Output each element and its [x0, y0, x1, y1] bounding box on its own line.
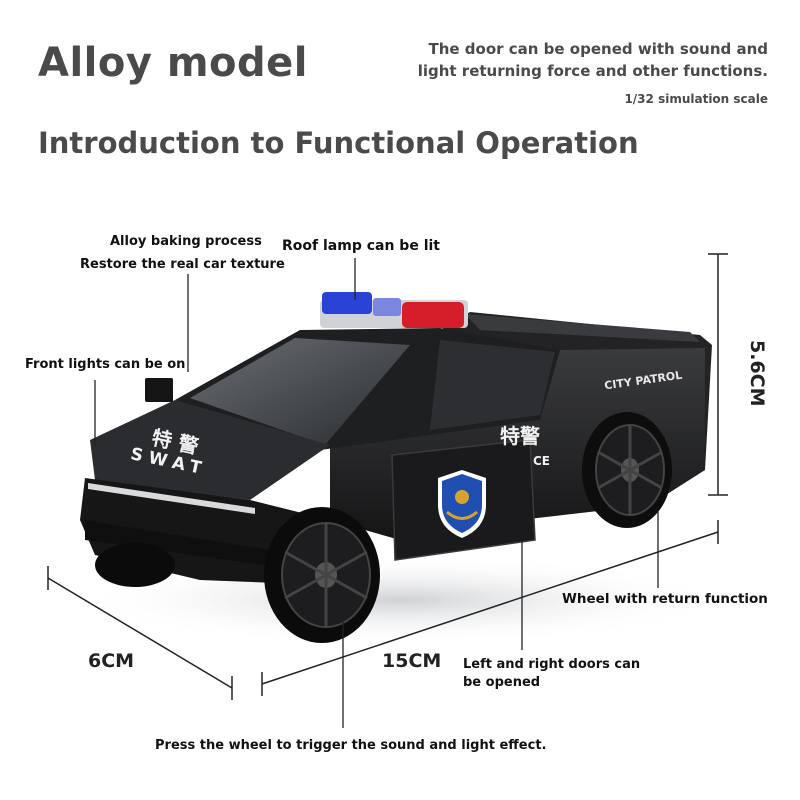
front-left-wheel-icon — [95, 543, 175, 587]
width-dimension-line — [47, 566, 233, 700]
scale-label: 1/32 simulation scale — [624, 92, 768, 106]
rear-wheel-icon — [582, 412, 672, 528]
door-partial-text: CE — [533, 454, 551, 468]
width-dimension-label: 6CM — [88, 650, 135, 672]
press-wheel-label: Press the wheel to trigger the sound and… — [155, 738, 547, 753]
wheel-return-label: Wheel with return function — [562, 591, 768, 607]
height-dimension-label: 5.6CM — [746, 340, 768, 407]
police-badge-icon — [438, 470, 486, 538]
front-wheel-icon — [264, 507, 380, 643]
height-dimension-line — [708, 253, 728, 496]
front-light-bar — [88, 483, 255, 514]
section-title: Introduction to Functional Operation — [38, 126, 639, 160]
car-bed-top — [465, 314, 700, 342]
door-chinese-text: 特警 — [500, 424, 540, 448]
front-bumper — [85, 520, 300, 570]
alloy-process-label: Alloy baking process — [110, 234, 262, 249]
side-window — [430, 340, 555, 430]
doors-label: Left and right doors can be opened — [463, 657, 641, 690]
length-dimension-line — [261, 520, 719, 696]
front-lights-label: Front lights can be on — [25, 357, 186, 372]
real-texture-label: Restore the real car texture — [80, 257, 285, 272]
page-title: Alloy model — [38, 40, 308, 86]
feature-description: The door can be opened with sound and li… — [417, 40, 768, 80]
length-dimension-label: 15CM — [382, 650, 442, 672]
car-hood — [90, 400, 330, 500]
windshield — [190, 338, 410, 445]
side-mirror — [145, 378, 173, 402]
roof-lamp-label: Roof lamp can be lit — [282, 238, 440, 254]
roof-lamp-icon — [320, 292, 468, 328]
